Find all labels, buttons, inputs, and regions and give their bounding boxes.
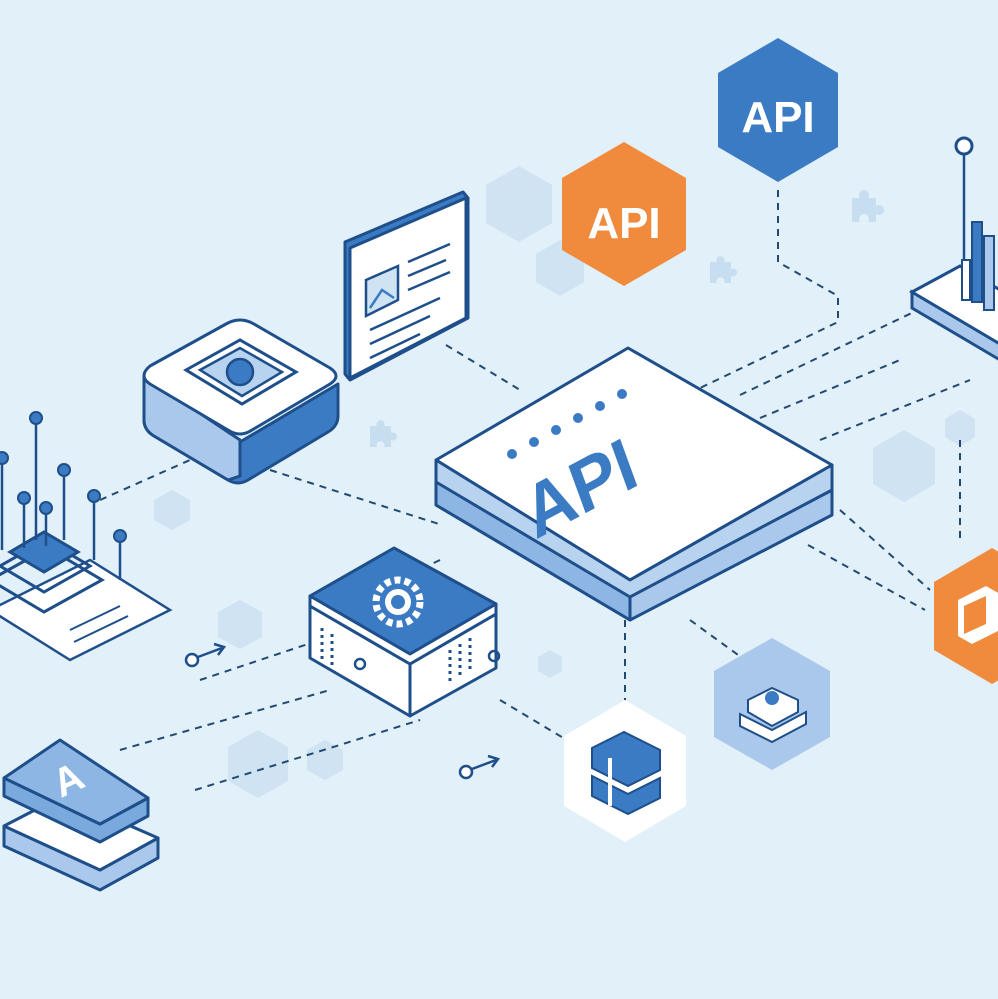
package-hexagon xyxy=(564,700,686,842)
database-hexagon xyxy=(714,638,830,770)
network-tower xyxy=(0,411,173,662)
database-icon xyxy=(739,686,807,744)
bar-chart-platform xyxy=(908,136,998,361)
hub-indicator-dots xyxy=(507,389,627,459)
puzzle-piece-icon xyxy=(370,420,397,447)
storage-module xyxy=(142,318,340,485)
background-hexagons xyxy=(154,166,975,798)
puzzle-piece-icon xyxy=(710,256,737,283)
gear-icon xyxy=(372,576,424,628)
connector-arrow-icon xyxy=(458,754,501,780)
package-box-icon xyxy=(591,730,661,816)
api-badge-blue: API xyxy=(718,38,838,182)
puzzle-piece-icon xyxy=(852,190,884,222)
api-hub-platform: API xyxy=(434,346,834,622)
storage-hexagon-orange xyxy=(934,548,998,684)
bar-chart-icon xyxy=(961,221,995,311)
api-badge-orange: API xyxy=(562,142,686,286)
connector-lines xyxy=(99,190,971,791)
storage-box-icon xyxy=(958,586,998,644)
chip-core xyxy=(225,357,255,387)
server-box xyxy=(308,546,501,718)
badge-orange-label: API xyxy=(587,199,660,248)
a-tile-stack: A xyxy=(2,738,160,892)
badge-blue-label: API xyxy=(741,93,814,142)
document-panel xyxy=(343,190,470,382)
connector-arrow-icon xyxy=(184,642,227,668)
document-image-icon xyxy=(364,264,400,319)
